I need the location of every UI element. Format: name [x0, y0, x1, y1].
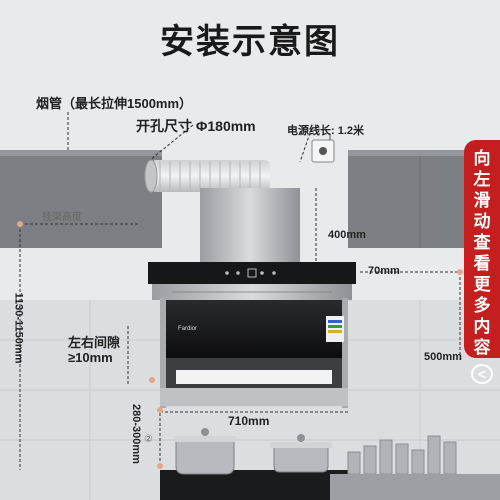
- gas-stove: [160, 470, 350, 500]
- side-gap-value: ≥10mm: [68, 350, 113, 365]
- swipe-char: 查: [473, 233, 491, 252]
- chevron-left-icon[interactable]: <: [471, 364, 493, 384]
- hanger-height-label: 挂架高度: [42, 212, 82, 223]
- swipe-char: 左: [473, 170, 491, 189]
- width-710-label: 710mm: [228, 414, 270, 428]
- mount-height-label: 1130-1150mm: [12, 292, 25, 364]
- pot-right: [273, 445, 329, 473]
- hole-size-label: 开孔尺寸 Φ180mm: [136, 118, 256, 134]
- brand-logo: Fardior: [178, 326, 198, 332]
- height-70-label: 70mm: [368, 265, 400, 277]
- right-cabinet: [348, 150, 474, 248]
- side-gap-label: 左右间隙: [68, 335, 121, 350]
- hood-glass-panel: [162, 300, 346, 358]
- swipe-char: 内: [473, 317, 491, 336]
- swipe-char: 更: [473, 275, 491, 294]
- swipe-char: 容: [473, 338, 491, 357]
- energy-label: [326, 316, 344, 342]
- dimension-lines: [19, 112, 461, 470]
- swipe-char: 向: [473, 149, 491, 168]
- swipe-more-button[interactable]: 向 左 滑 动 查 看 更 多 内 容 <: [464, 140, 500, 384]
- swipe-char: 滑: [473, 191, 491, 210]
- pot-left: [175, 439, 235, 475]
- swipe-char: 看: [473, 254, 491, 273]
- page-title: 安装示意图: [160, 23, 340, 61]
- swipe-char: 多: [473, 296, 491, 315]
- power-cord-label: 电源线长: 1.2米: [287, 125, 365, 137]
- marker-circle-2: ②: [144, 434, 153, 445]
- depth-500-label: 500mm: [424, 351, 462, 363]
- hood-chimney: [200, 188, 300, 264]
- hood-control-panel: [148, 262, 356, 284]
- height-400-label: 400mm: [328, 229, 366, 241]
- swipe-char: 动: [473, 212, 491, 231]
- duct-length-label: 烟管（最长拉伸1500mm）: [36, 96, 193, 111]
- dimension-markers: [17, 221, 463, 469]
- hood-base: [160, 388, 348, 406]
- stove-gap-label: 280-300mm: [129, 404, 142, 464]
- left-cabinet: [0, 150, 162, 248]
